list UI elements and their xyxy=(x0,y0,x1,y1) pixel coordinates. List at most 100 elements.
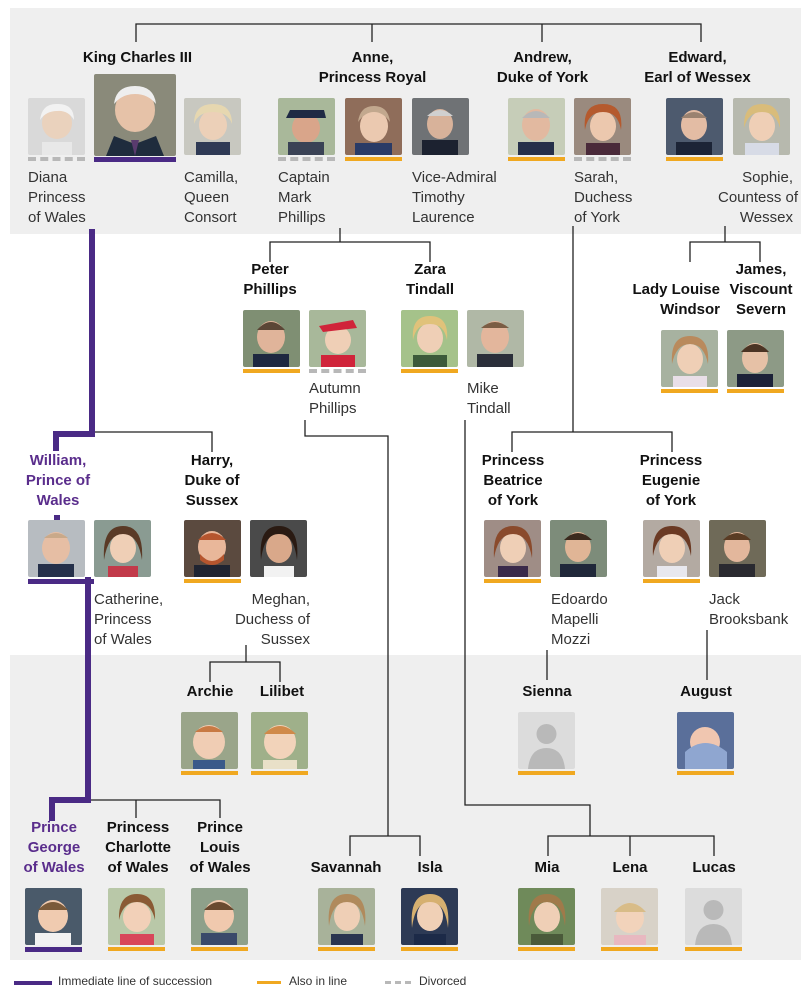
photo-sarah xyxy=(574,98,631,155)
name-mia: Mia xyxy=(534,859,560,876)
name-andrew: Andrew, Duke of York xyxy=(496,49,589,86)
photo-lena xyxy=(601,888,658,945)
name-isla: Isla xyxy=(417,859,443,876)
name-lena: Lena xyxy=(612,859,648,876)
photo-mark xyxy=(278,98,335,155)
name-jack: Jack Brooksbank xyxy=(709,591,789,628)
photo-charlotte xyxy=(108,888,165,945)
legend-swatch-also-in-line xyxy=(257,981,281,984)
photo-autumn xyxy=(309,310,366,367)
name-mike: Mike Tindall xyxy=(467,380,511,417)
also-in-line-marker xyxy=(318,947,375,951)
photo-sienna-placeholder xyxy=(518,712,575,769)
divorced-marker xyxy=(309,369,366,373)
name-edoardo: Edoardo Mapelli Mozzi xyxy=(551,591,608,648)
photo-lilibet xyxy=(251,712,308,769)
also-in-line-marker xyxy=(484,579,541,583)
photo-charles xyxy=(94,74,176,156)
name-lilibet: Lilibet xyxy=(259,683,305,700)
photo-isla xyxy=(401,888,458,945)
photo-william xyxy=(28,520,85,577)
photo-andrew xyxy=(508,98,565,155)
divorced-marker xyxy=(278,157,335,161)
name-edward: Edward, Earl of Wessex xyxy=(644,49,751,86)
also-in-line-marker xyxy=(243,369,300,373)
legend-swatch-divorced xyxy=(385,981,411,984)
also-in-line-marker xyxy=(508,157,565,161)
photo-edoardo xyxy=(550,520,607,577)
also-in-line-marker xyxy=(685,947,742,951)
also-in-line-marker xyxy=(518,771,575,775)
name-harry: Harry, Duke of Sussex xyxy=(184,452,240,509)
photo-jack xyxy=(709,520,766,577)
name-mark: Captain Mark Phillips xyxy=(278,169,330,226)
also-in-line-marker xyxy=(191,947,248,951)
photo-mike xyxy=(467,310,524,367)
also-in-line-marker xyxy=(184,579,241,583)
succession-marker xyxy=(94,157,176,162)
photo-camilla xyxy=(184,98,241,155)
photo-lucas-placeholder xyxy=(685,888,742,945)
also-in-line-marker xyxy=(677,771,734,775)
also-in-line-marker xyxy=(401,369,458,373)
photo-anne xyxy=(345,98,402,155)
name-autumn: Autumn Phillips xyxy=(309,380,361,417)
name-eugenie: Princess Eugenie of York xyxy=(639,452,703,509)
name-savannah: Savannah xyxy=(310,859,382,876)
photo-august xyxy=(677,712,734,769)
photo-sophie xyxy=(733,98,790,155)
also-in-line-marker xyxy=(601,947,658,951)
photo-zara xyxy=(401,310,458,367)
name-sienna: Sienna xyxy=(522,683,572,700)
succession-marker xyxy=(28,579,94,584)
photo-catherine xyxy=(94,520,151,577)
photo-peter xyxy=(243,310,300,367)
also-in-line-marker xyxy=(181,771,238,775)
also-in-line-marker xyxy=(345,157,402,161)
also-in-line-marker xyxy=(661,389,718,393)
legend-divorced: Divorced xyxy=(419,974,467,988)
also-in-line-marker xyxy=(401,947,458,951)
name-sophie: Sophie, Countess of Wessex xyxy=(718,169,799,226)
photo-harry xyxy=(184,520,241,577)
name-meghan: Meghan, Duchess of Sussex xyxy=(234,591,310,648)
name-louise: Lady Louise Windsor xyxy=(632,281,720,318)
legend-swatch-succession xyxy=(14,981,52,985)
name-lucas: Lucas xyxy=(692,859,736,876)
name-james: James, Viscount Severn xyxy=(729,261,793,318)
photo-savannah xyxy=(318,888,375,945)
photo-edward xyxy=(666,98,723,155)
also-in-line-marker xyxy=(727,389,784,393)
photo-eugenie xyxy=(643,520,700,577)
name-camilla: Camilla, Queen Consort xyxy=(184,169,239,226)
photo-meghan xyxy=(250,520,307,577)
also-in-line-marker xyxy=(518,947,575,951)
name-beatrice: Princess Beatrice of York xyxy=(481,452,545,509)
name-sarah: Sarah, Duchess of York xyxy=(574,169,633,226)
name-timothy: Vice-Admiral Timothy Laurence xyxy=(412,169,497,226)
photo-timothy xyxy=(412,98,469,155)
also-in-line-marker xyxy=(666,157,723,161)
photo-beatrice xyxy=(484,520,541,577)
photo-george xyxy=(25,888,82,945)
name-louis: Prince Louis of Wales xyxy=(189,819,251,876)
legend-succession: Immediate line of succession xyxy=(58,974,213,988)
name-catherine: Catherine, Princess of Wales xyxy=(94,591,164,648)
name-archie: Archie xyxy=(186,683,234,700)
name-william: William, Prince of Wales xyxy=(25,452,91,509)
photo-james xyxy=(727,330,784,387)
also-in-line-marker xyxy=(108,947,165,951)
legend-also-in-line: Also in line xyxy=(289,974,348,988)
divorced-marker xyxy=(28,157,85,161)
name-charles: King Charles III xyxy=(82,49,193,66)
name-george: Prince George of Wales xyxy=(23,819,85,876)
name-charlotte: Princess Charlotte of Wales xyxy=(105,819,171,876)
photo-louise xyxy=(661,330,718,387)
name-zara: Zara Tindall xyxy=(405,261,455,298)
succession-marker xyxy=(25,947,82,952)
also-in-line-marker xyxy=(643,579,700,583)
photo-louis xyxy=(191,888,248,945)
also-in-line-marker xyxy=(251,771,308,775)
photo-diana xyxy=(28,98,85,155)
